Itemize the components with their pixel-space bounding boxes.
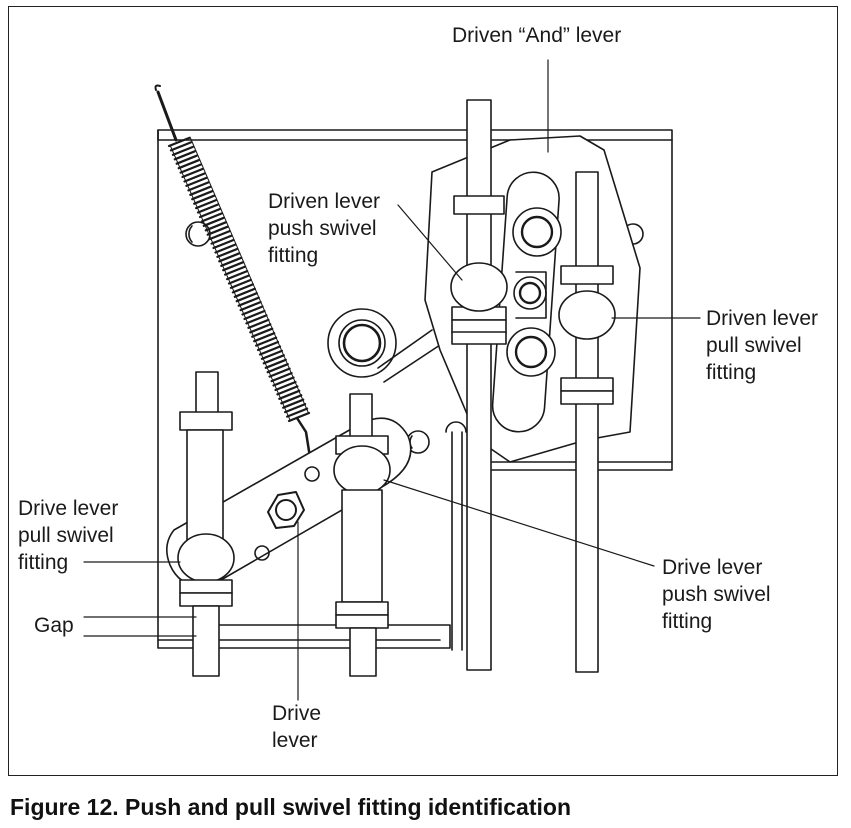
label-drive-lever-pull-swivel: Drive lever pull swivel fitting	[18, 497, 119, 574]
figure-frame	[8, 6, 838, 776]
bracket-edge	[451, 431, 463, 651]
label-driven-lever-push-swivel: Driven lever push swivel fitting	[268, 190, 381, 267]
label-drive-lever-push-swivel: Drive lever push swivel fitting	[662, 556, 771, 633]
label-drive-lever: Drive lever	[272, 702, 322, 752]
leader-drive-push-swivel	[383, 479, 655, 567]
plate-washer	[327, 308, 397, 378]
driven-push-rod	[450, 99, 508, 671]
link-strut	[377, 329, 441, 383]
leader-driven-push-swivel	[397, 204, 463, 281]
figure-caption: Figure 12. Push and pull swivel fitting …	[10, 794, 571, 820]
leader-lines	[83, 59, 701, 701]
drive-pull-rod	[177, 371, 235, 677]
label-driven-lever-pull-swivel: Driven lever pull swivel fitting	[706, 307, 819, 384]
bracket-hook	[445, 421, 467, 433]
label-driven-and-lever: Driven “And” lever	[452, 24, 622, 47]
drive-push-rod	[333, 393, 391, 677]
label-gap: Gap	[34, 614, 74, 637]
